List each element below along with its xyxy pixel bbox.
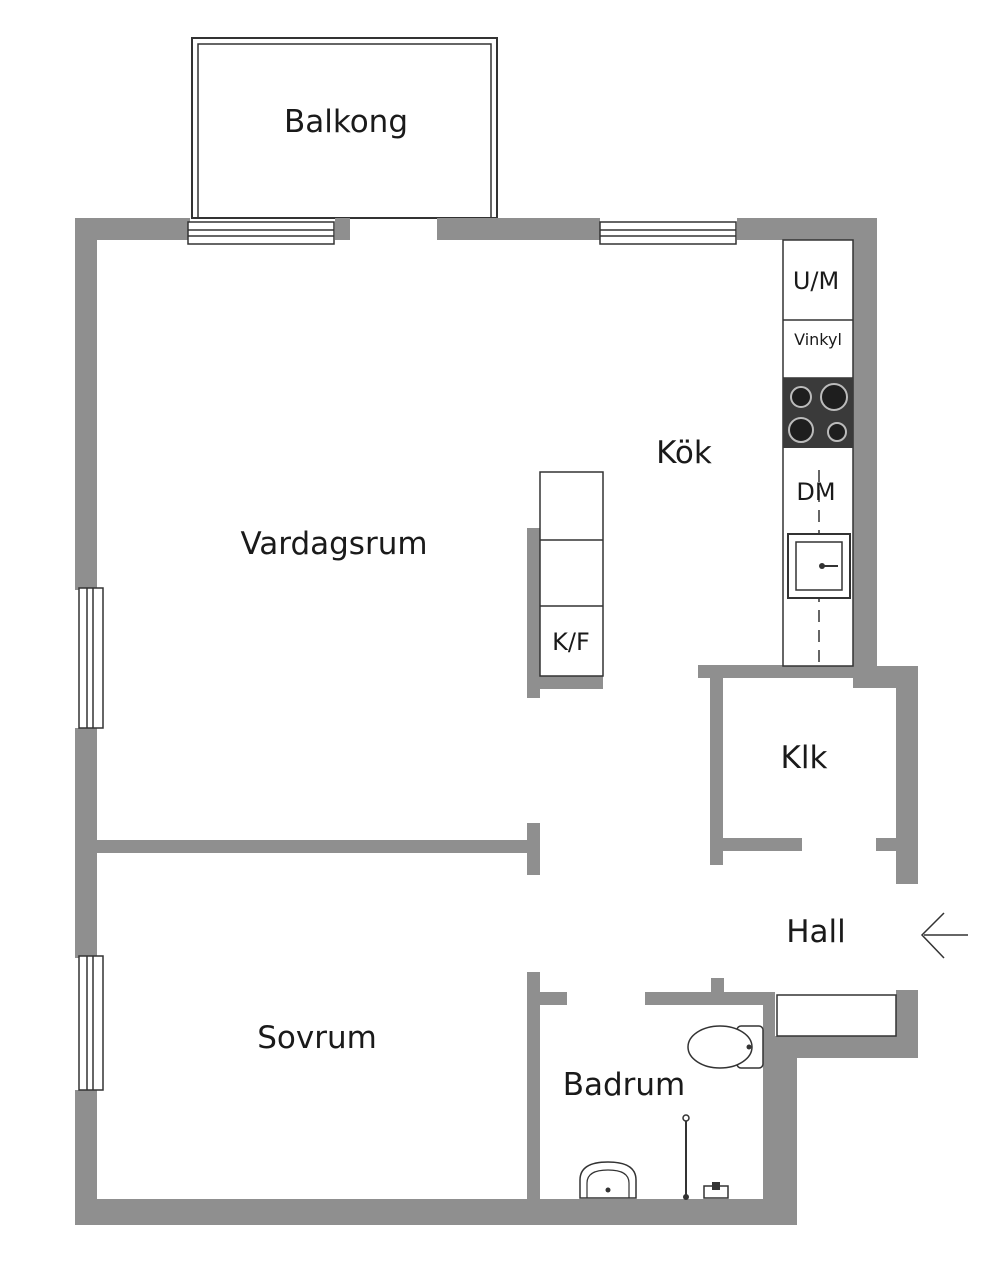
- stove-icon: [783, 378, 853, 448]
- washbasin-icon: [579, 1161, 637, 1199]
- kitchen-counter: [782, 239, 854, 667]
- fridge-corner-label: Vinkyl: [794, 330, 842, 349]
- shower: [682, 1114, 729, 1200]
- toilet-icon: [687, 1025, 764, 1069]
- dishwasher-label: DM: [796, 478, 835, 506]
- sink-icon: [787, 533, 851, 599]
- kitchen-label: Kök: [656, 435, 712, 471]
- windows: [78, 221, 737, 1091]
- oven-microwave-label: U/M: [793, 267, 839, 295]
- bathroom-label: Badrum: [563, 1067, 686, 1103]
- fridge-freezer-unit: [539, 471, 604, 677]
- arrow-left-icon: [920, 912, 968, 959]
- fridge-freezer-label: K/F: [552, 628, 590, 656]
- hall-label: Hall: [786, 914, 846, 950]
- exterior-walls: [75, 218, 918, 1225]
- closet-label: Klk: [781, 740, 828, 776]
- interior-walls: [97, 528, 896, 1199]
- bedroom-label: Sovrum: [257, 1020, 377, 1056]
- living-room-label: Vardagsrum: [240, 526, 427, 562]
- hall-wardrobe: [776, 994, 897, 1037]
- balcony-label: Balkong: [284, 104, 408, 140]
